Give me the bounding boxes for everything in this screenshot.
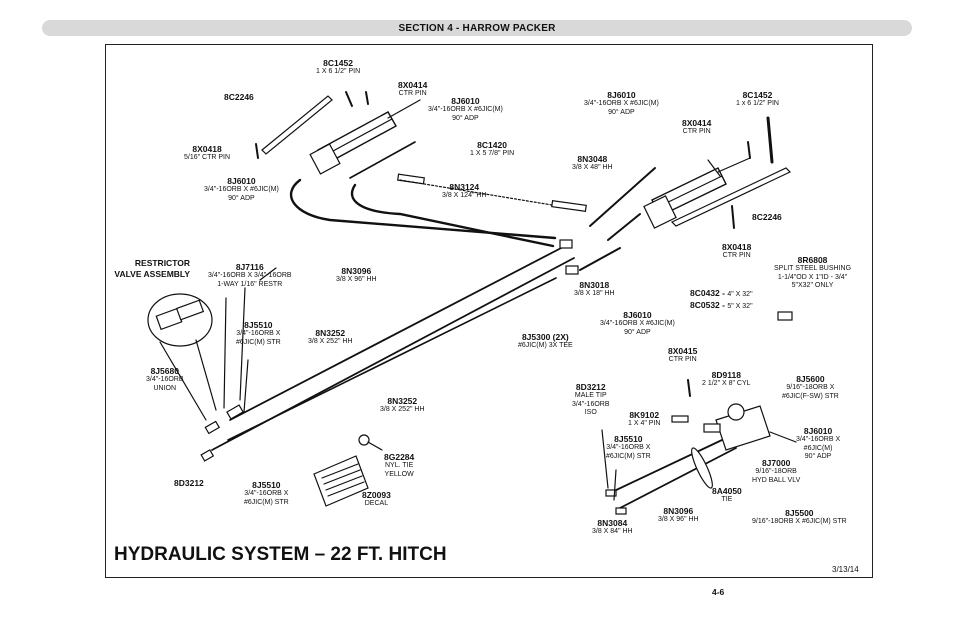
label-8d3212-b: 8D3212 bbox=[174, 478, 204, 488]
label-8j5300: 8J5300 (2X)#6JIC(M) 3X TEE bbox=[518, 332, 573, 349]
left-bar bbox=[261, 95, 333, 155]
label-8c2246-b: 8C2246 bbox=[752, 212, 782, 222]
revision-date: 3/13/14 bbox=[832, 565, 859, 574]
page-number: 4-6 bbox=[712, 587, 725, 597]
label-8c0532: 8C0532 - 5" X 32" bbox=[690, 300, 753, 310]
left-cylinder bbox=[309, 99, 421, 175]
diagram-frame bbox=[105, 44, 873, 578]
page-title: HYDRAULIC SYSTEM – 22 FT. HITCH bbox=[114, 544, 447, 565]
label-8c2246-a: 8C2246 bbox=[224, 92, 254, 102]
right-bar bbox=[670, 167, 792, 227]
section-title: SECTION 4 - HARROW PACKER bbox=[398, 22, 556, 34]
restrictor-valve-label: RESTRICTOR VALVE ASSEMBLY bbox=[114, 258, 190, 279]
right-cylinder bbox=[643, 157, 751, 229]
ball-valve-assembly bbox=[671, 379, 797, 451]
section-header: SECTION 4 - HARROW PACKER bbox=[42, 20, 912, 36]
label-8c0432: 8C0432 - 4" X 32" bbox=[690, 288, 753, 298]
